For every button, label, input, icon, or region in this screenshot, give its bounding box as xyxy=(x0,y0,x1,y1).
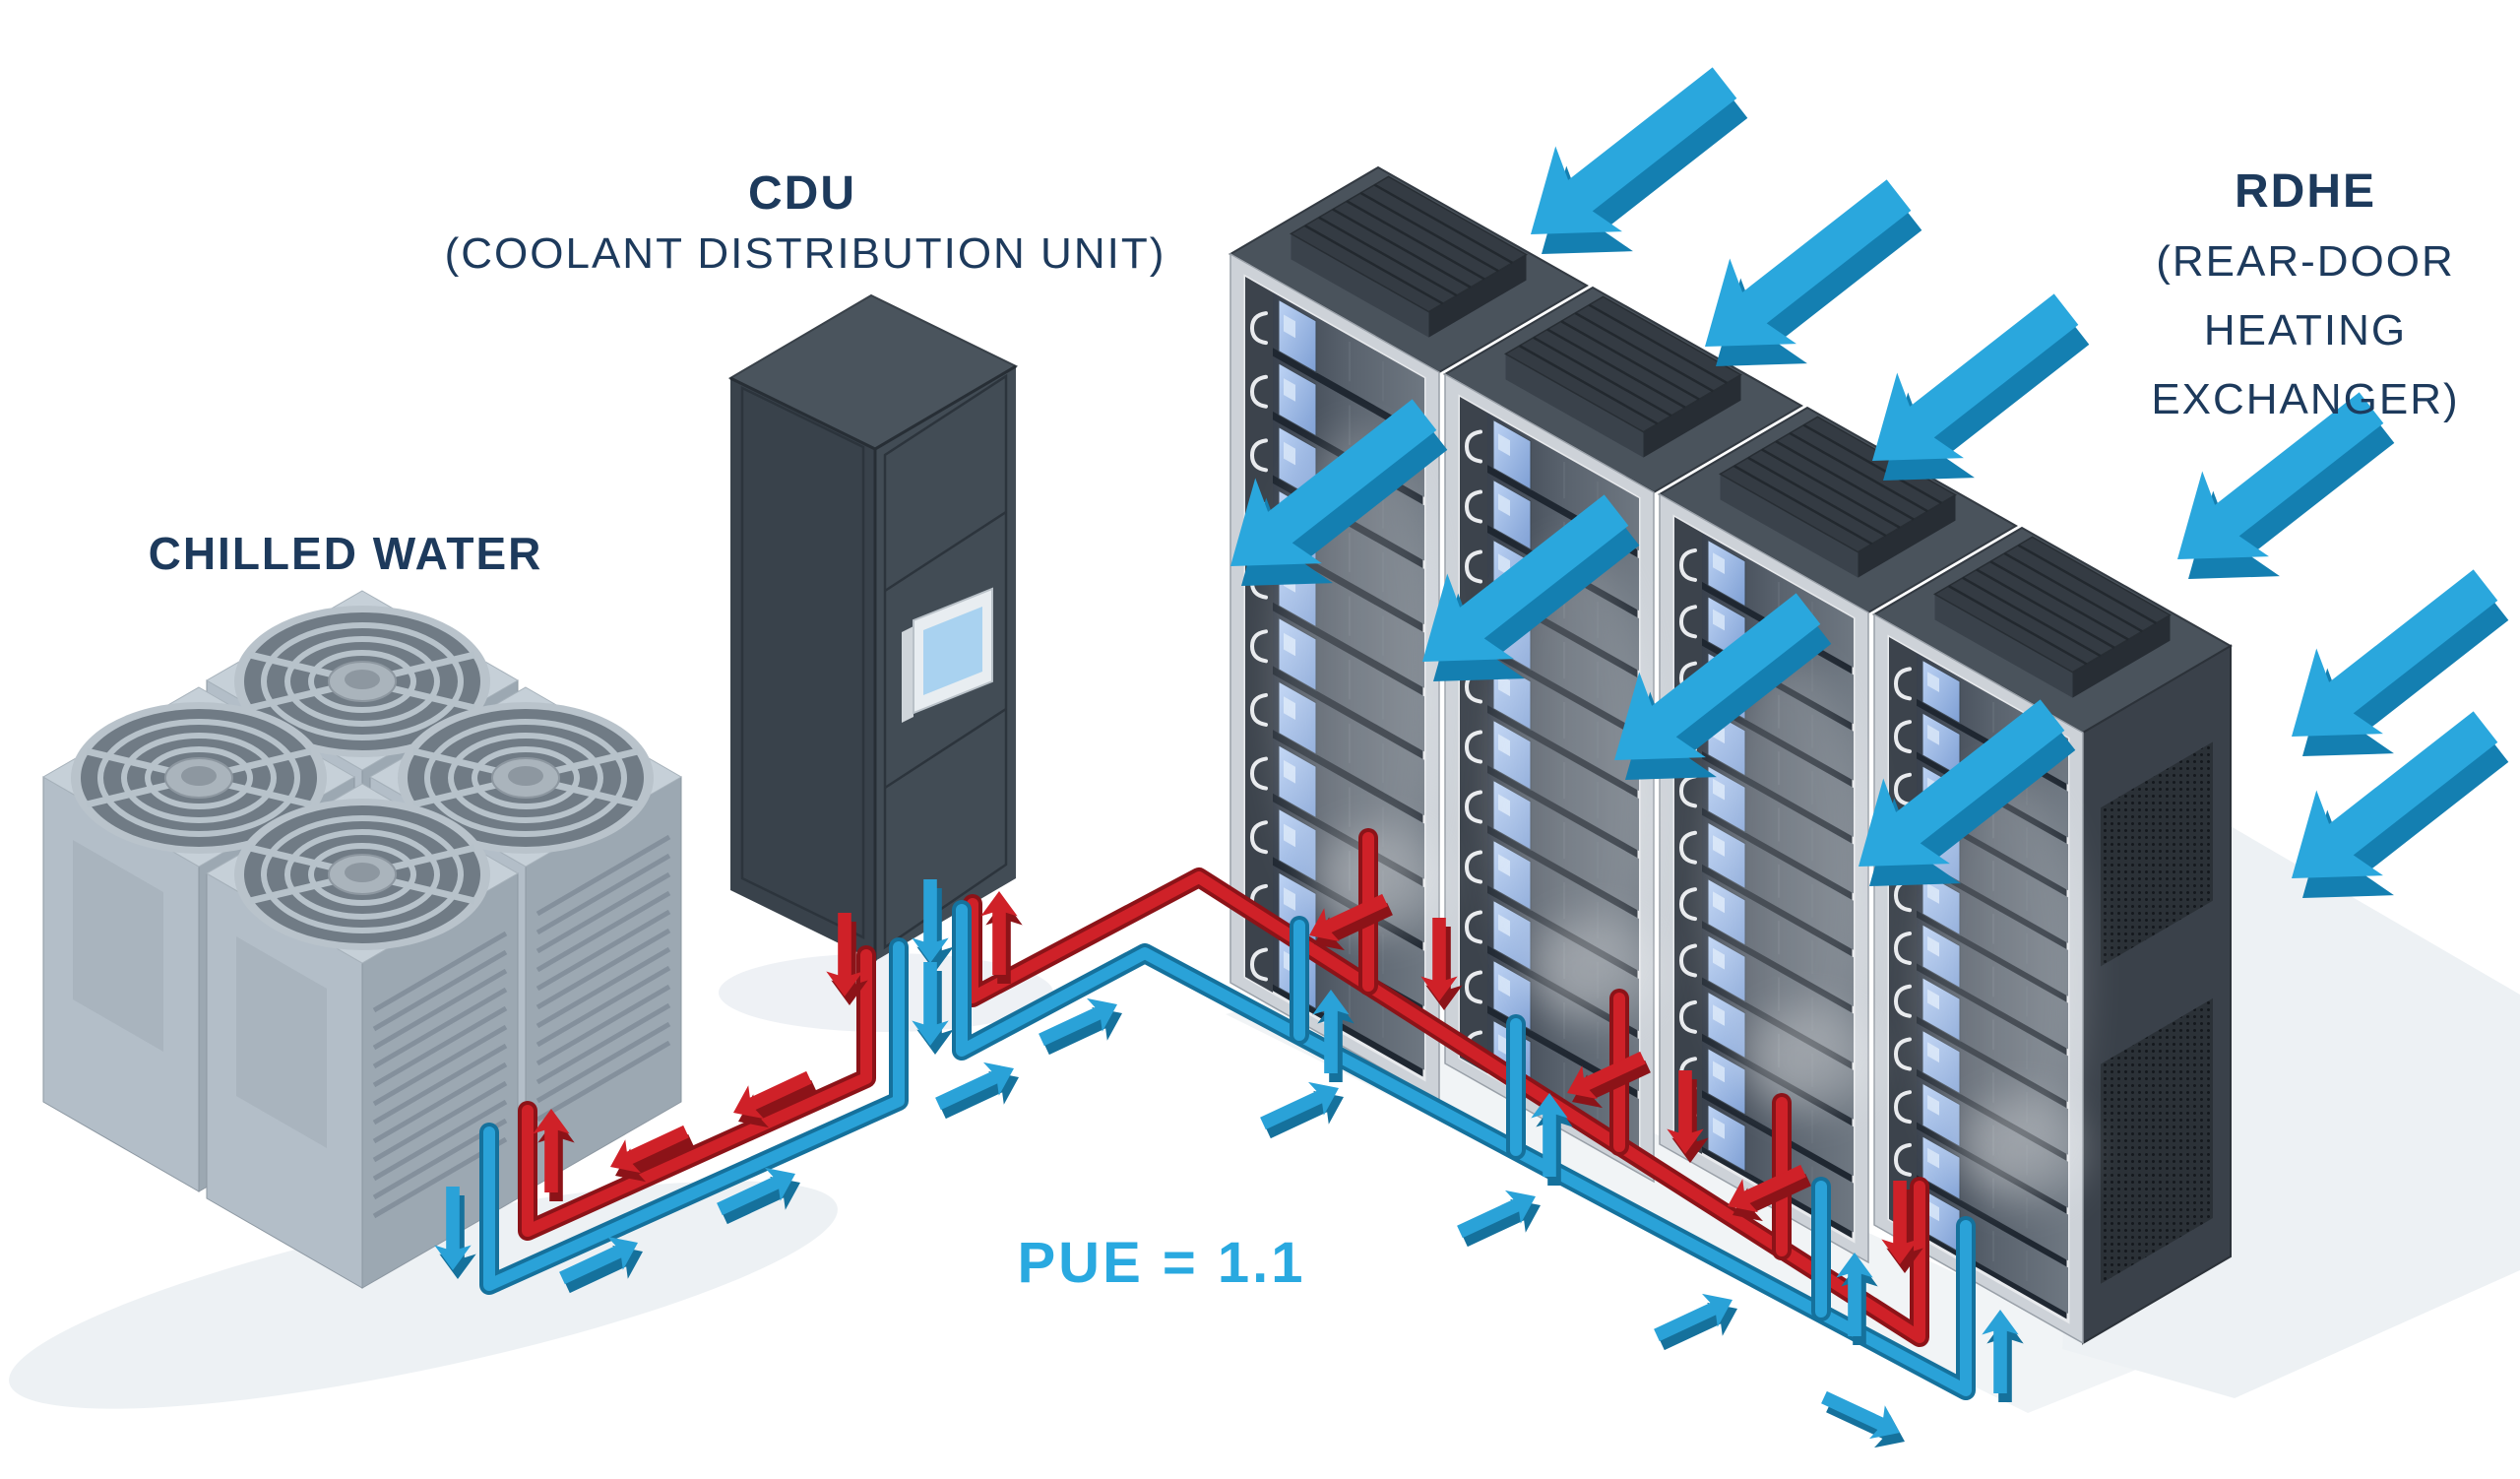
airflow-arrow xyxy=(1614,593,1832,780)
cold-flow-arrow xyxy=(1260,1081,1344,1139)
hot-flow-arrow xyxy=(733,1070,817,1128)
cold-flow-arrow xyxy=(935,1061,1019,1120)
server-rack-4 xyxy=(1871,526,2234,1345)
rdhe-line3: EXCHANGER) xyxy=(2151,375,2459,423)
cold-flow-arrow xyxy=(559,1236,643,1294)
hot-flow-arrow xyxy=(1309,893,1393,951)
rdhe-title: RDHE xyxy=(2235,165,2376,218)
airflow-arrow xyxy=(1531,67,1748,254)
hot-flow-arrow xyxy=(1567,1051,1651,1109)
airflow-arrows xyxy=(1230,67,2509,898)
rdhe-line1: (REAR-DOOR xyxy=(2156,237,2455,286)
hot-flow-arrow xyxy=(980,891,1023,985)
cold-flow-arrow xyxy=(1531,1093,1573,1187)
cold-flow-arrow xyxy=(912,961,954,1055)
cold-flow-arrow xyxy=(1457,1190,1541,1248)
airflow-arrow xyxy=(2292,711,2509,898)
server-rack-2 xyxy=(1442,286,1804,1184)
chilled-water-label: CHILLED WATER xyxy=(149,528,543,579)
cold-flow-arrow xyxy=(1654,1293,1737,1351)
coolant-flow-arrows xyxy=(434,878,2024,1448)
hot-flow-arrow xyxy=(1728,1164,1811,1222)
cold-flow-arrow xyxy=(1982,1310,2024,1403)
airflow-arrow xyxy=(1230,399,1448,586)
hot-flow-arrow xyxy=(1420,917,1463,1010)
cdu-cabinet xyxy=(727,293,1019,961)
cold-flow-arrow xyxy=(1039,997,1122,1056)
hot-flow-arrow xyxy=(610,1125,694,1183)
cold-flow-arrow xyxy=(434,1186,476,1279)
hot-flow-arrow xyxy=(533,1109,575,1202)
cold-flow-arrow xyxy=(1836,1253,1878,1346)
airflow-arrow xyxy=(2292,569,2509,756)
hot-flow-arrow xyxy=(1881,1180,1923,1273)
airflow-arrow xyxy=(1705,179,1922,366)
server-racks xyxy=(1228,165,2234,1345)
cold-flow-arrow xyxy=(912,878,954,972)
pue-value: PUE = 1.1 xyxy=(1018,1231,1306,1295)
cdu-subtitle: (COOLANT DISTRIBUTION UNIT) xyxy=(445,229,1166,278)
hot-flow-arrow xyxy=(1667,1069,1709,1163)
airflow-arrow xyxy=(1422,494,1640,681)
airflow-arrow xyxy=(1858,699,2076,886)
cdu-title: CDU xyxy=(748,167,856,220)
airflow-arrow xyxy=(2177,392,2395,579)
labels: CHILLED WATER CDU (COOLANT DISTRIBUTION … xyxy=(149,165,2459,1295)
chiller-unit-4 xyxy=(205,783,520,1289)
cold-flow-arrow xyxy=(1312,990,1354,1083)
airflow-arrow xyxy=(1872,293,2090,481)
cold-flow-arrow xyxy=(1821,1390,1905,1448)
rdhe-line2: HEATING xyxy=(2204,306,2407,354)
chilled-water-unit xyxy=(41,590,683,1289)
hot-flow-arrow xyxy=(826,912,868,1005)
cold-flow-arrow xyxy=(717,1167,800,1225)
